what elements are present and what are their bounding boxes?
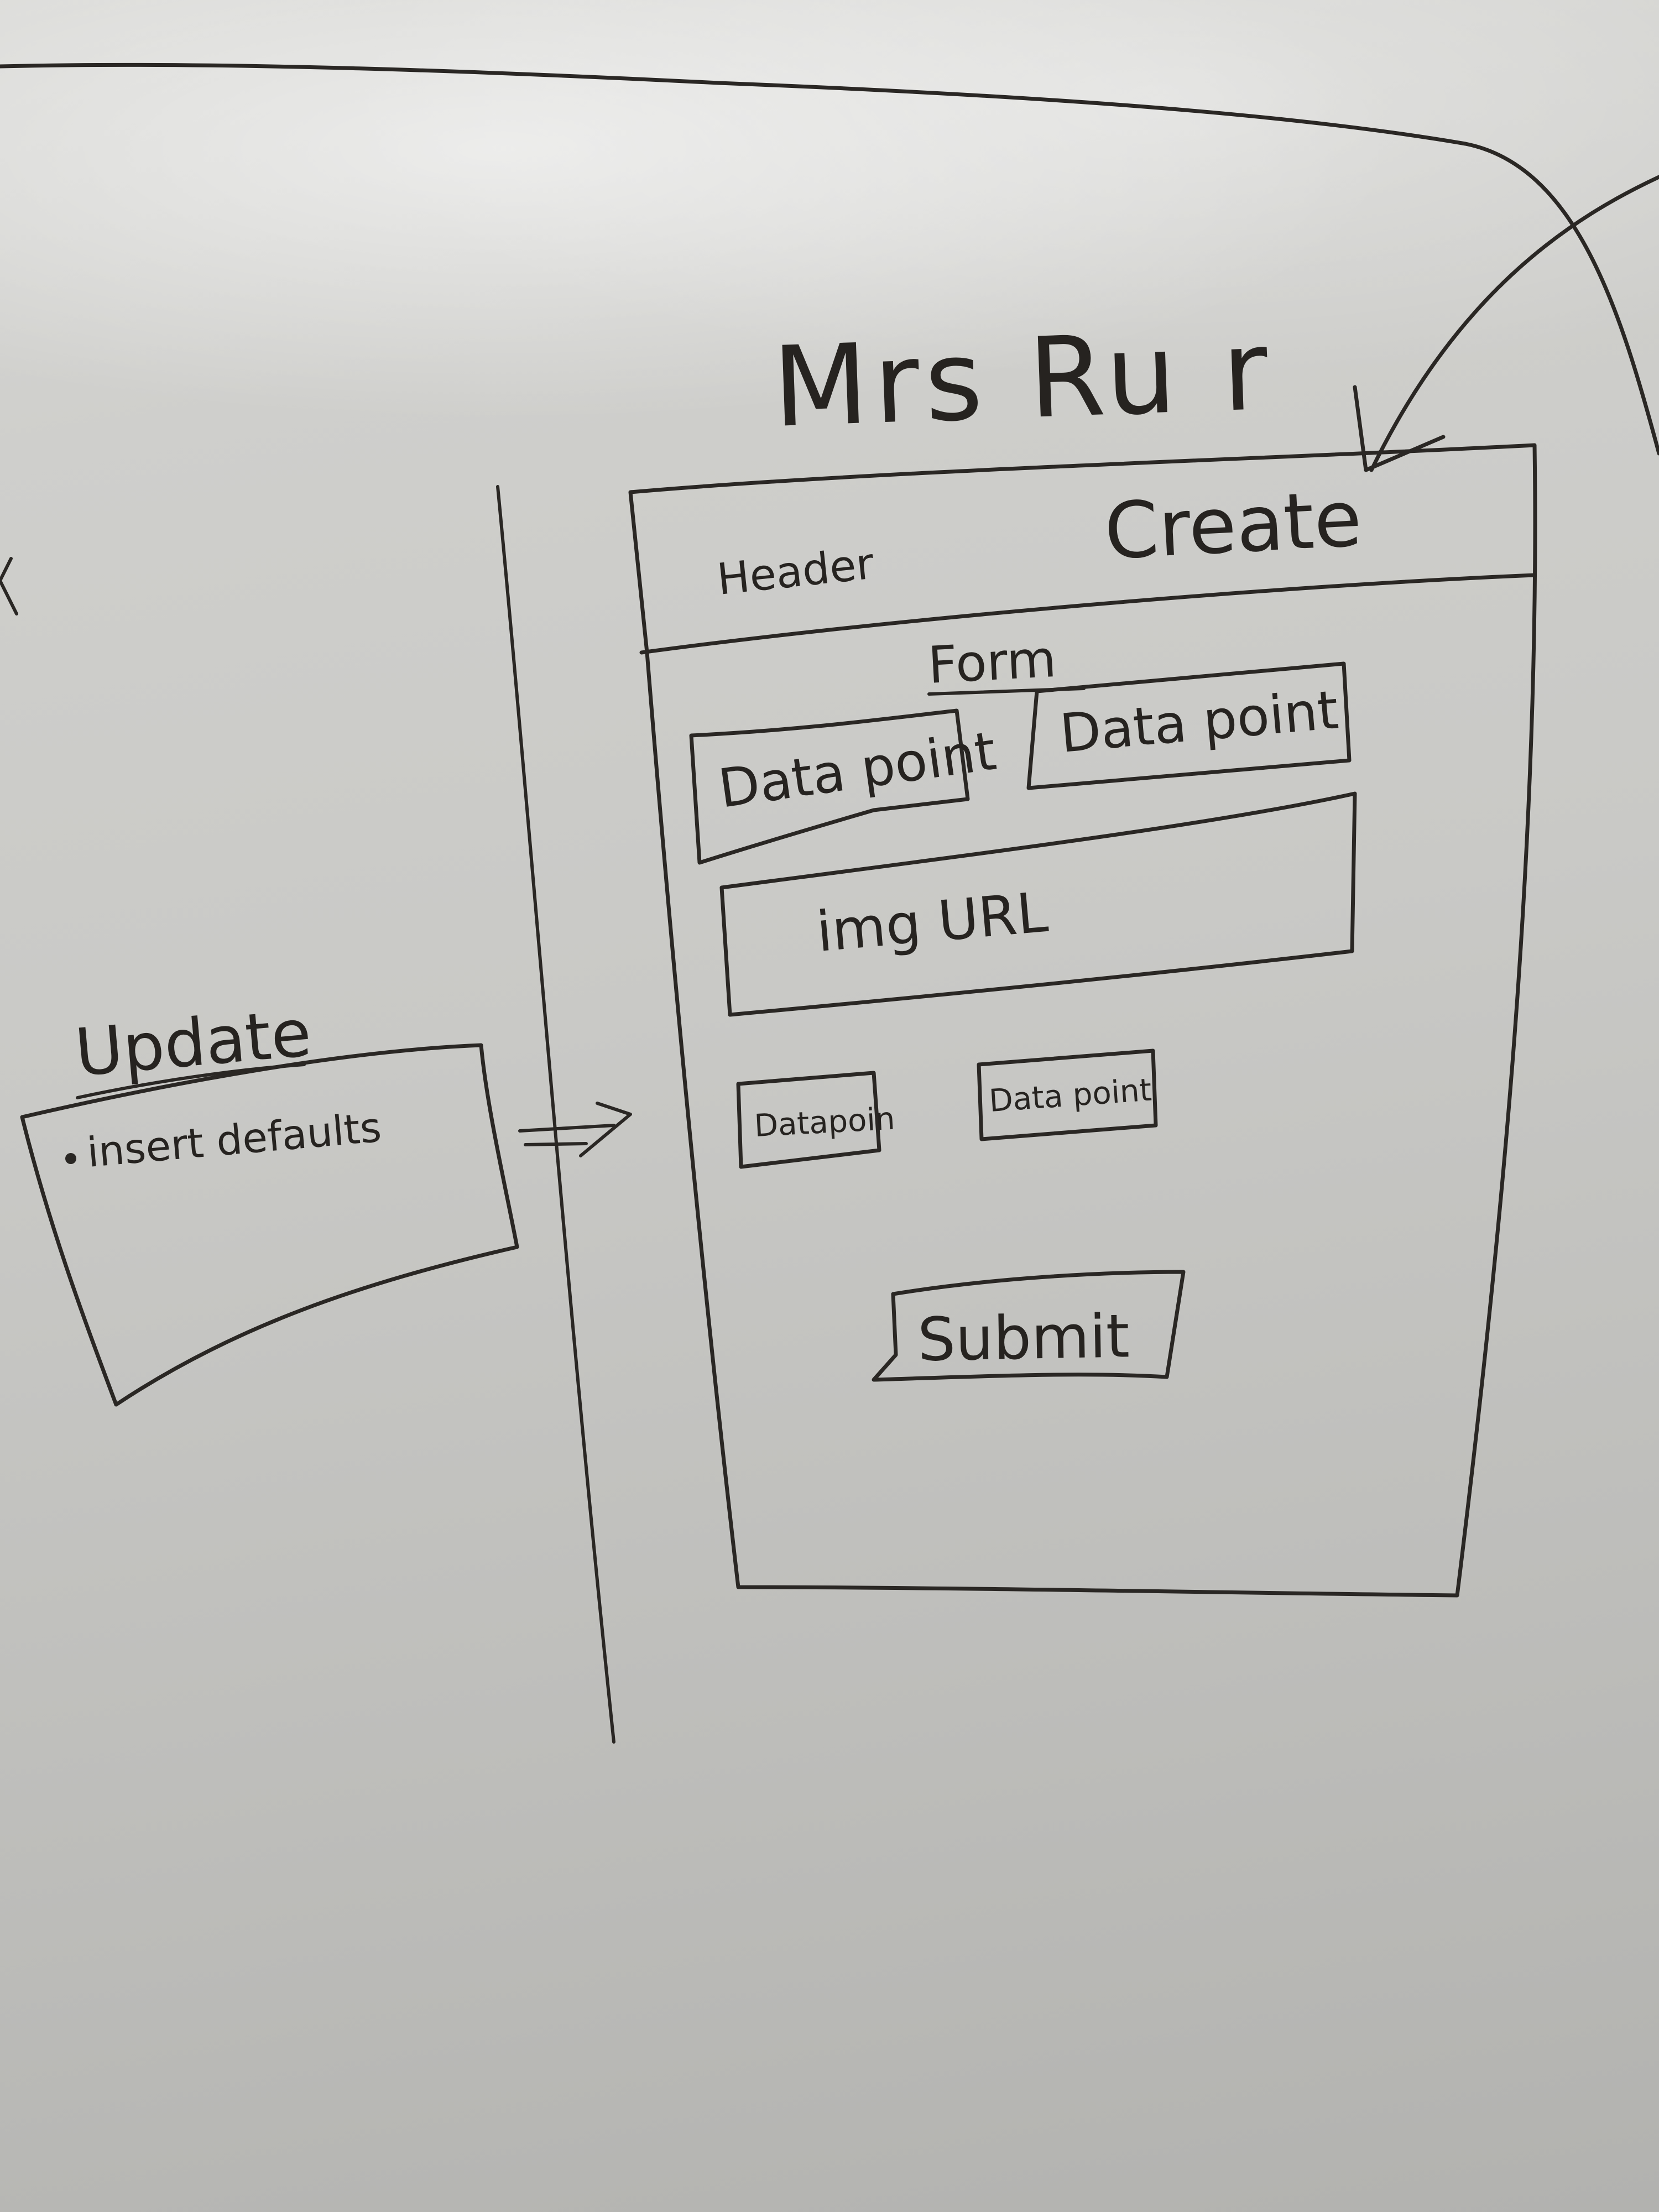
create-page-frame <box>628 443 1537 1598</box>
create-arrow-curve <box>1369 175 1659 472</box>
update-bullet-text: insert defaults <box>85 1104 383 1177</box>
datapoint-label-2: Data point <box>1057 679 1340 765</box>
top-curve-line <box>0 62 1659 456</box>
board-title: Mrs Ru r <box>771 306 1276 452</box>
update-panel-box <box>20 1043 519 1407</box>
update-arrow-line-1 <box>518 1124 615 1133</box>
datapoint-box-4 <box>977 1048 1158 1141</box>
update-arrow-head <box>579 1102 632 1157</box>
datapoint-box-1 <box>689 708 970 865</box>
update-title: Update <box>72 994 314 1091</box>
img-url-label: img URL <box>814 880 1051 964</box>
img-url-box <box>719 791 1357 1017</box>
datapoint-label-1: Data point <box>715 720 1000 820</box>
header-divider <box>639 573 1537 655</box>
form-underline <box>927 687 1086 696</box>
update-arrow-line-2 <box>524 1142 588 1146</box>
submit-label: Submit <box>917 1302 1130 1375</box>
left-edge-mark <box>0 557 18 615</box>
form-label: Form <box>927 629 1058 695</box>
header-label: Header <box>715 539 877 605</box>
datapoint-box-3 <box>736 1071 881 1169</box>
datapoint-box-2 <box>1026 661 1352 790</box>
create-label: Create <box>1102 474 1364 577</box>
submit-box <box>872 1270 1186 1382</box>
datapoint-label-3: Datapoin <box>753 1101 896 1144</box>
create-arrow-head <box>1353 385 1446 472</box>
update-underline <box>76 1063 306 1099</box>
datapoint-label-4: Data point <box>988 1072 1152 1119</box>
divider-line <box>496 485 615 1744</box>
bullet-dot <box>65 1153 76 1164</box>
